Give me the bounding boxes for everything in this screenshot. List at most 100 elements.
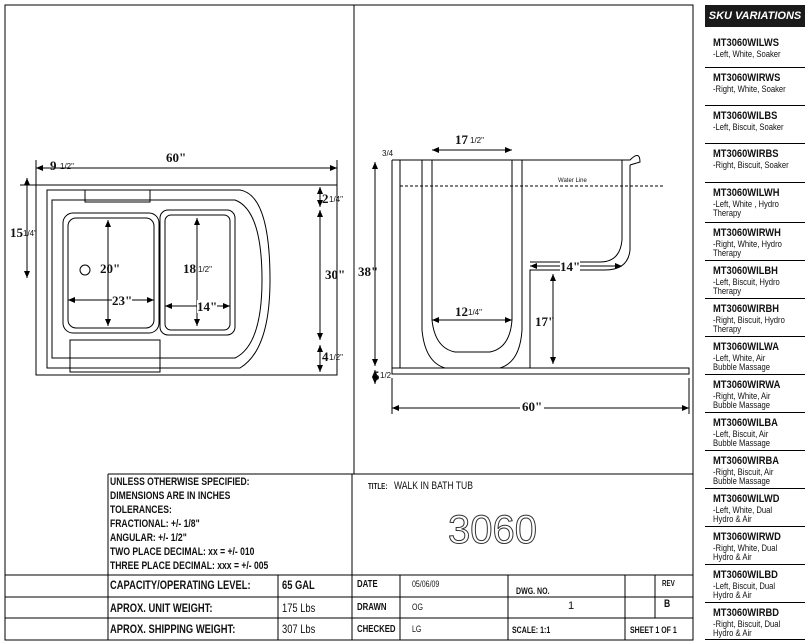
sku-item: MT3060WIRWA-Right, White, Air Bubble Mas… (705, 375, 805, 413)
note-line-1: UNLESS OTHERWISE SPECIFIED: (110, 476, 250, 488)
dim-side-bottom-frac: 1/4" (468, 308, 482, 317)
title-label: TITLE: (368, 482, 388, 491)
sku-item: MT3060WIRWD-Right, White, Dual Hydro & A… (705, 527, 805, 565)
sku-description: -Right, White, Dual Hydro & Air (713, 543, 778, 562)
sku-heading: SKU VARIATIONS (705, 5, 805, 27)
sku-variations-panel: SKU VARIATIONS MT3060WILWS-Left, White, … (705, 5, 805, 640)
dim-foot-width: 14" (197, 299, 218, 314)
rev-label: REV (662, 579, 675, 588)
dim-seat-width: 23" (112, 293, 133, 308)
sku-code: MT3060WIRWD (713, 531, 781, 543)
note-line-3: TOLERANCES: (110, 504, 172, 516)
sku-item: MT3060WILWS-Left, White, Soaker (705, 33, 805, 68)
sku-description: -Right, Biscuit, Soaker (713, 160, 789, 170)
dim-side-base: 5 (373, 368, 380, 383)
sku-description: -Left, Biscuit, Soaker (713, 122, 784, 132)
sku-code: MT3060WILBD (713, 569, 778, 581)
sku-description: -Left, White, Air Bubble Massage (713, 353, 770, 372)
dim-right-top-frac: 1/4" (329, 195, 343, 204)
top-view (35, 184, 338, 376)
dim-side-base-frac: 1/2 (380, 371, 392, 380)
sku-description: -Left, Biscuit, Hydro Therapy (713, 277, 780, 296)
dim-right-bottom-frac: 1/2" (329, 353, 343, 362)
shipping-weight-value: 307 Lbs (282, 622, 316, 636)
rev-value: B (664, 598, 671, 610)
sku-description: -Left, White, Soaker (713, 49, 781, 59)
sku-item: MT3060WILWH-Left, White , Hydro Therapy (705, 183, 805, 223)
sku-description: -Right, Biscuit, Air Bubble Massage (713, 467, 774, 486)
sku-description: -Left, Biscuit, Dual Hydro & Air (713, 581, 776, 600)
title-value: WALK IN BATH TUB (394, 480, 473, 492)
sku-code: MT3060WIRBH (713, 303, 779, 315)
sheet-frame (4, 4, 694, 641)
sku-code: MT3060WIRWA (713, 379, 781, 391)
sku-code: MT3060WILWH (713, 187, 780, 199)
sku-description: -Right, White, Soaker (713, 84, 786, 94)
checked-value: LG (412, 624, 422, 634)
dim-right-top: 2 (322, 191, 329, 206)
date-value: 05/06/09 (412, 579, 440, 589)
capacity-label: CAPACITY/OPERATING LEVEL: (110, 578, 251, 592)
dim-side-bottom-width: 12 (455, 304, 468, 319)
sku-item: MT3060WILBH-Left, Biscuit, Hydro Therapy (705, 261, 805, 299)
unit-weight-label: APROX. UNIT WEIGHT: (110, 601, 213, 615)
drawn-label: DRAWN (357, 602, 387, 613)
dwg-no-value: 1 (568, 600, 575, 612)
sku-code: MT3060WIRBA (713, 455, 779, 467)
date-label: DATE (357, 579, 378, 590)
note-line-4: FRACTIONAL: +/- 1/8" (110, 518, 200, 530)
sku-item: MT3060WIRWH-Right, White, Hydro Therapy (705, 223, 805, 261)
dim-right-bottom: 4 (322, 349, 329, 364)
sku-description: -Right, White, Air Bubble Massage (713, 391, 771, 410)
checked-label: CHECKED (357, 624, 396, 635)
note-line-2: DIMENSIONS ARE IN INCHES (110, 490, 231, 502)
sheet-label: SHEET 1 OF 1 (630, 625, 677, 635)
drawn-value: OG (412, 602, 423, 612)
sku-item: MT3060WIRBS-Right, Biscuit, Soaker (705, 144, 805, 183)
dim-foot-depth-frac: 1/2" (198, 265, 212, 274)
dim-left-height: 15 (10, 225, 23, 240)
sku-item: MT3060WIRWS-Right, White, Soaker (705, 68, 805, 106)
dim-side-total: 60" (520, 399, 545, 414)
sku-item: MT3060WIRBD-Right, Biscuit, Dual Hydro &… (705, 603, 805, 640)
scale-label: SCALE: 1:1 (512, 625, 551, 635)
dim-right-width: 30" (325, 267, 346, 282)
dim-side-top-frac: 1/2" (470, 136, 484, 145)
sku-description: -Right, White, Hydro Therapy (713, 239, 782, 258)
sku-item: MT3060WILBD-Left, Biscuit, Dual Hydro & … (705, 565, 805, 603)
capacity-value: 65 GAL (282, 578, 315, 592)
sku-code: MT3060WILWS (713, 37, 779, 49)
dwg-no-label: DWG. NO. (516, 586, 550, 596)
sku-code: MT3060WILBH (713, 265, 778, 277)
dim-top-total: 60" (166, 150, 187, 165)
model-number: 3060 (448, 508, 538, 552)
dim-side-step-width: 14" (560, 259, 581, 274)
sku-code: MT3060WIRBS (713, 148, 779, 160)
unit-weight-value: 175 Lbs (282, 601, 316, 615)
note-line-7: THREE PLACE DECIMAL: xxx = +/- 005 (110, 560, 269, 572)
water-line-label: Water Line (558, 178, 587, 184)
sku-description: -Right, Biscuit, Dual Hydro & Air (713, 619, 781, 638)
shipping-weight-label: APROX. SHIPPING WEIGHT: (110, 622, 236, 636)
dim-top-left-offset-frac: 1/2" (60, 162, 74, 171)
sku-item: MT3060WIRBH-Right, Biscuit, Hydro Therap… (705, 299, 805, 337)
sku-description: -Right, Biscuit, Hydro Therapy (713, 315, 785, 334)
sku-code: MT3060WIRBD (713, 607, 779, 619)
dim-seat-depth: 20" (100, 261, 121, 276)
sku-code: MT3060WIRWH (713, 227, 781, 239)
sku-description: -Left, White , Hydro Therapy (713, 199, 779, 218)
sku-code: MT3060WILWD (713, 493, 780, 505)
dim-left-height-frac: 1/4" (23, 229, 37, 238)
dim-foot-depth: 18 (183, 261, 196, 276)
sku-code: MT3060WILBA (713, 417, 778, 429)
sku-item: MT3060WILWD-Left, White, Dual Hydro & Ai… (705, 489, 805, 527)
sku-code: MT3060WILBS (713, 110, 778, 122)
sku-item: MT3060WIRBA-Right, Biscuit, Air Bubble M… (705, 451, 805, 489)
note-line-6: TWO PLACE DECIMAL: xx = +/- 010 (110, 546, 255, 558)
dim-side-rim: 3/4 (382, 149, 394, 158)
dim-top-left-offset: 9 (50, 158, 57, 173)
sku-item: MT3060WILWA-Left, White, Air Bubble Mass… (705, 337, 805, 375)
sku-item: MT3060WILBA-Left, Biscuit, Air Bubble Ma… (705, 413, 805, 451)
dim-side-step-height: 17" (535, 314, 556, 329)
